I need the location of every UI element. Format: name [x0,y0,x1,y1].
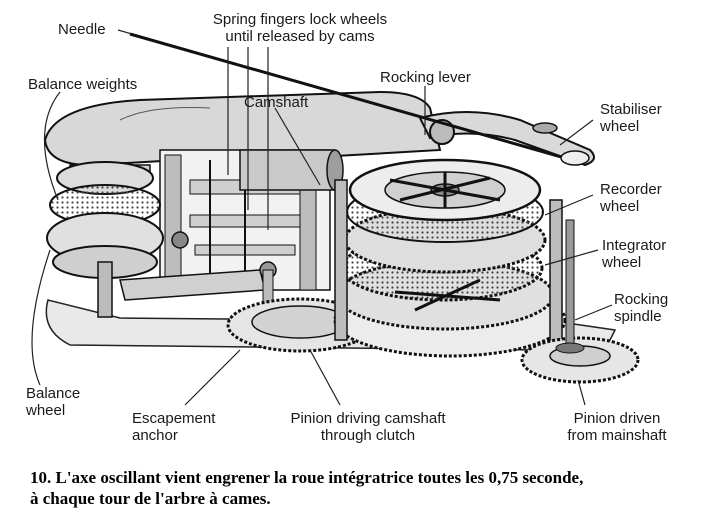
top-plate [43,90,442,167]
escapement-anchor [119,261,277,316]
camshaft [239,149,344,191]
label-stabiliser-wheel: Stabiliser wheel [600,101,662,135]
label-needle: Needle [58,21,106,38]
label-integrator-wheel: Integrator wheel [602,237,666,271]
label-rocking-spindle-line2: spindle [614,308,662,325]
label-rocking-spindle-line1: Rocking [614,291,669,308]
label-recorder-line1: Recorder [600,181,662,198]
mechanism-illustration [31,29,640,406]
rocking-spindle [555,219,585,354]
leader-lines [31,29,613,406]
label-pinion-mainshaft: Pinion driven from mainshaft [552,410,682,444]
caption-line1: 10. L'axe oscillant vient engrener la ro… [30,468,584,487]
label-integrator-line2: wheel [602,254,642,271]
label-balance-wheel-line1: Balance [26,385,81,402]
label-stabiliser-line1: Stabiliser [600,101,662,118]
caption-line2: à chaque tour de l'arbre à cames. [30,489,271,508]
label-pinion-mainshaft-line2: from mainshaft [567,427,667,444]
label-escapement-line2: anchor [132,427,178,444]
wheel-stack [333,158,567,358]
label-balance-wheel: Balance wheel [26,385,80,419]
label-camshaft: Camshaft [244,94,309,111]
label-spring-fingers-line1: Spring fingers lock wheels [212,11,388,28]
label-balance-weights: Balance weights [28,76,138,93]
label-spring-fingers: Spring fingers lock wheels until release… [180,11,420,45]
label-pinion-camshaft-line1: Pinion driving camshaft [290,410,446,427]
label-recorder-wheel: Recorder wheel [600,181,662,215]
rocking-lever [418,110,595,167]
label-recorder-line2: wheel [600,198,640,215]
label-escapement-anchor: Escapement anchor [132,410,215,444]
needle [129,32,590,166]
label-rocking-spindle: Rocking spindle [614,291,668,325]
label-integrator-line1: Integrator [602,237,667,254]
label-stabiliser-line2: wheel [600,118,640,135]
figure-caption: 10. L'axe oscillant vient engrener la ro… [30,467,700,509]
label-pinion-mainshaft-line1: Pinion driven [573,410,661,427]
label-pinion-camshaft-line2: through clutch [320,427,416,444]
label-spring-fingers-line2: until released by cams [225,28,375,45]
label-escapement-line1: Escapement [132,410,216,427]
balance-assembly [46,161,189,318]
label-balance-wheel-line2: wheel [26,402,66,419]
label-pinion-camshaft: Pinion driving camshaft through clutch [268,410,468,444]
label-rocking-lever: Rocking lever [380,69,471,86]
